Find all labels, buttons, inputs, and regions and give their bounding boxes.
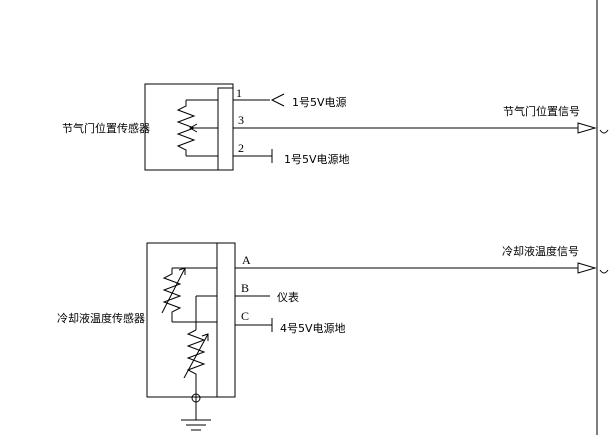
ects-pin-b-text: 仪表: [277, 290, 299, 304]
tps-housing: [144, 83, 234, 171]
ects-connector: [216, 242, 236, 398]
tps-signal-text: 节气门位置信号: [503, 104, 580, 118]
ects-signal-text: 冷却液温度信号: [502, 244, 579, 258]
thermistor-upper-arrow: [161, 267, 186, 314]
connector-chevron-icon: [270, 93, 285, 107]
thermistor-upper-icon: [162, 268, 182, 322]
sheet-connector-icon: [599, 129, 609, 134]
ects-housing: [146, 242, 236, 398]
signal-arrow-icon: [577, 122, 597, 134]
signal-arrow-icon: [577, 262, 597, 274]
tps-pin-3: 3: [238, 113, 244, 127]
tps-pin-2-text: 1号5V电源地: [284, 152, 350, 166]
tps-name: 节气门位置传感器: [62, 121, 150, 135]
thermistor-lower-arrowhead-icon: [201, 333, 209, 341]
sheet-connector-icon: [599, 269, 609, 274]
tps-pin-1-text: 1号5V电源: [292, 95, 347, 109]
tps-connector: [217, 87, 234, 171]
thermistor-lower-icon: [186, 329, 206, 394]
tps-pin-1: 1: [236, 86, 242, 100]
ects-pin-a: A: [242, 253, 251, 267]
ects-name: 冷却液温度传感器: [57, 311, 145, 325]
thermistor-lower-arrow: [183, 333, 209, 379]
ects-pin-b: B: [241, 281, 249, 295]
ects-pin-c: C: [241, 309, 249, 323]
ects-pin-c-text: 4号5V电源地: [280, 321, 346, 335]
coolant-temperature-sensor: [146, 242, 236, 398]
tps-wiper-arrow-icon: [188, 123, 198, 133]
tps-pin-2: 2: [238, 141, 244, 155]
throttle-position-sensor: [144, 83, 234, 171]
